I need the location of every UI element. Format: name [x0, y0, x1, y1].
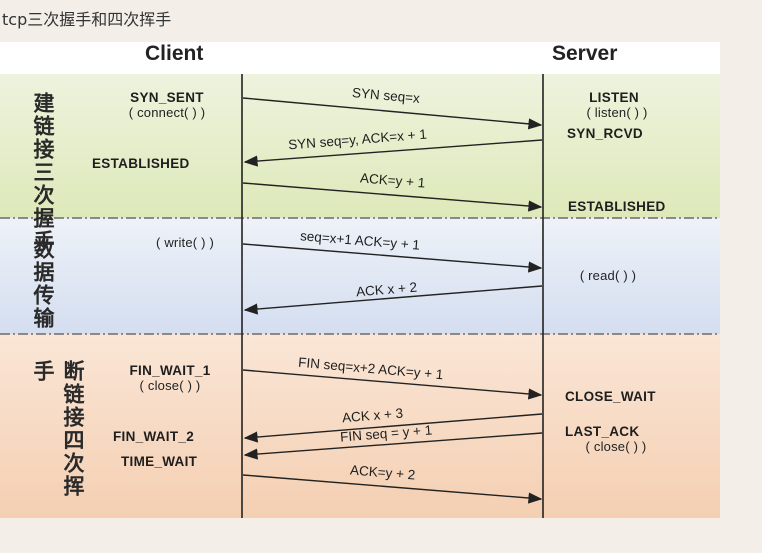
- phase-label-handshake: 建链接三次握手: [31, 92, 55, 253]
- message-arrow: [243, 432, 543, 460]
- client-state-fin-wait-2: FIN_WAIT_2: [113, 429, 195, 444]
- server-call-listen: ( listen( ) ): [586, 105, 648, 120]
- message-arrow: [242, 182, 543, 212]
- message-arrow: [242, 243, 543, 273]
- server-call-read: ( read( ) ): [579, 268, 637, 283]
- client-call-close: ( close( ) ): [139, 378, 201, 393]
- server-header: Server: [552, 42, 618, 65]
- page-title: tcp三次握手和四次挥手: [2, 10, 172, 29]
- client-call-connect: ( connect( ) ): [128, 105, 206, 120]
- client-state-syn-sent: SYN_SENT: [130, 90, 204, 105]
- client-header: Client: [145, 42, 204, 65]
- message-arrow: [243, 285, 543, 315]
- server-state-close-wait: CLOSE_WAIT: [565, 389, 656, 404]
- client-call-write: ( write( ) ): [156, 235, 214, 250]
- client-state-established: ESTABLISHED: [92, 156, 190, 171]
- tcp-sequence-diagram: Client Server 建链接三次握手 数据传输 断链接四次挥手 SYN_S…: [0, 42, 720, 518]
- phase-label-transfer: 数据传输: [31, 238, 55, 330]
- diagram-canvas: [0, 74, 720, 518]
- message-arrow: [242, 474, 543, 504]
- client-state-fin-wait-1: FIN_WAIT_1: [129, 363, 211, 378]
- handshake-band: [0, 74, 720, 218]
- message-arrow: [242, 97, 543, 130]
- server-call-close: ( close( ) ): [585, 439, 647, 454]
- server-state-listen: LISTEN: [589, 90, 639, 105]
- phase-label-teardown: 断链接四次挥手: [31, 360, 85, 498]
- message-arrow: [243, 413, 543, 443]
- server-state-established: ESTABLISHED: [568, 199, 666, 214]
- transfer-band: [0, 218, 720, 334]
- client-state-time-wait: TIME_WAIT: [121, 454, 198, 469]
- server-state-syn-rcvd: SYN_RCVD: [567, 126, 643, 141]
- message-arrow: [243, 139, 543, 167]
- message-arrow: [242, 369, 543, 400]
- server-state-last-ack: LAST_ACK: [565, 424, 640, 439]
- teardown-band: [0, 334, 720, 518]
